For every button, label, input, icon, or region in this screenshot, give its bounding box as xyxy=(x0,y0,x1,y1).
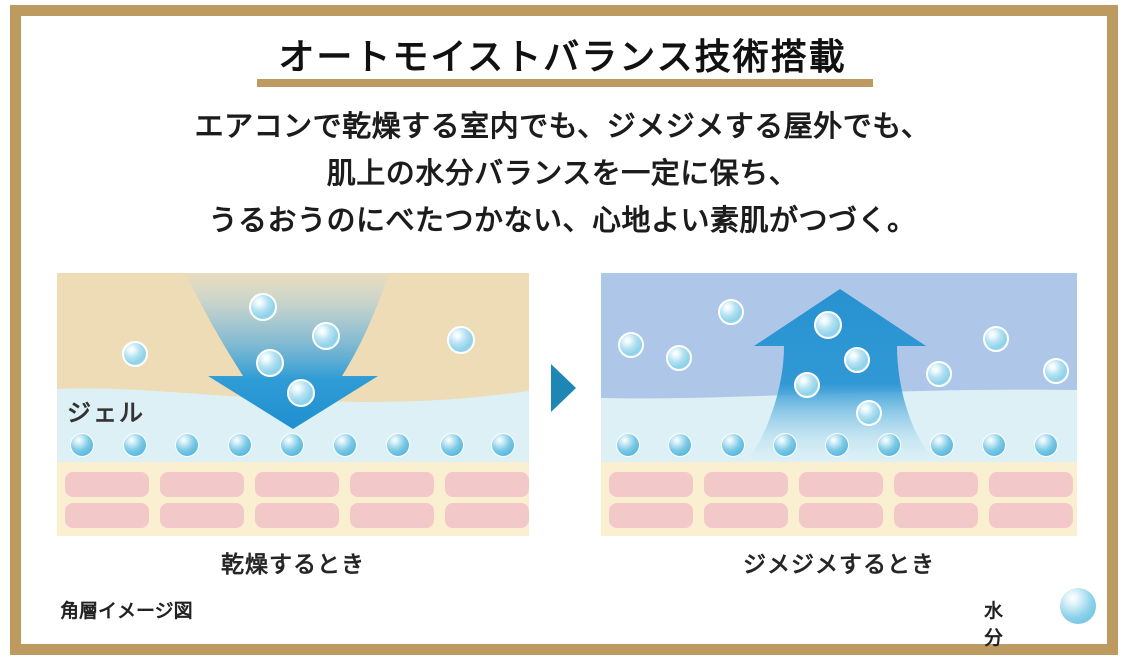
description-line-3: うるおうのにべたつかない、心地よい素肌がつづく。 xyxy=(208,205,917,237)
water-droplet-icon xyxy=(122,341,148,367)
title-underline xyxy=(257,79,873,87)
water-droplet-icon xyxy=(386,433,410,457)
skin-cell xyxy=(65,503,149,528)
skin-cell xyxy=(704,472,788,497)
skin-cell xyxy=(255,503,339,528)
transition-arrow-icon xyxy=(551,364,576,412)
water-droplet-icon xyxy=(123,433,147,457)
skin-cell xyxy=(989,503,1073,528)
humid-panel-caption: ジメジメするとき xyxy=(743,551,935,577)
water-droplet-icon xyxy=(256,349,284,377)
skin-cell xyxy=(989,472,1073,497)
water-droplet-icon xyxy=(721,433,745,457)
skin-cell xyxy=(704,503,788,528)
water-droplet-icon xyxy=(70,433,94,457)
skin-cell xyxy=(894,503,978,528)
skin-cell xyxy=(445,503,529,528)
skin-cell xyxy=(799,472,883,497)
water-droplet-icon xyxy=(175,433,199,457)
water-droplet-icon xyxy=(333,433,357,457)
water-droplet-icon xyxy=(616,433,640,457)
water-droplet-icon xyxy=(1060,588,1096,624)
skin-cell xyxy=(609,503,693,528)
skin-cell xyxy=(350,472,434,497)
water-droplet-icon xyxy=(773,433,797,457)
water-droplet-icon xyxy=(249,293,277,321)
skin-cell xyxy=(160,472,244,497)
page-title: オートモイストバランス技術搭載 xyxy=(278,36,847,77)
water-droplet-icon xyxy=(825,433,849,457)
moisture-absorb-arrow-icon xyxy=(186,273,389,429)
legend-label: 水分 xyxy=(984,601,1004,649)
water-droplet-icon xyxy=(491,433,515,457)
skin-cell xyxy=(255,472,339,497)
water-droplet-icon xyxy=(1034,433,1058,457)
water-droplet-icon xyxy=(1043,358,1069,384)
water-droplet-icon xyxy=(440,433,464,457)
water-droplet-icon xyxy=(287,379,315,407)
water-droplet-icon xyxy=(877,433,901,457)
water-droplet-icon xyxy=(280,433,304,457)
description-line-2: 肌上の水分バランスを一定に保ち、 xyxy=(326,158,799,190)
water-droplet-icon xyxy=(794,372,820,398)
skin-cell xyxy=(894,472,978,497)
moisture-release-arrow-icon xyxy=(747,289,935,461)
water-droplet-icon xyxy=(930,433,954,457)
diagram-note: 角層イメージ図 xyxy=(60,601,193,622)
skin-cell xyxy=(160,503,244,528)
water-droplet-icon xyxy=(926,361,952,387)
description-text: エアコンで乾燥する室内でも、ジメジメする屋外でも、 肌上の水分バランスを一定に保… xyxy=(0,104,1125,245)
humid-condition-panel xyxy=(601,273,1077,536)
water-droplet-icon xyxy=(844,347,870,373)
gel-label: ジェル xyxy=(67,400,145,427)
water-droplet-icon xyxy=(856,400,882,426)
water-droplet-icon xyxy=(447,326,475,354)
water-droplet-icon xyxy=(312,322,340,350)
water-droplet-icon xyxy=(228,433,252,457)
water-droplet-icon xyxy=(983,326,1009,352)
skin-cell xyxy=(350,503,434,528)
skin-cell xyxy=(445,472,529,497)
water-droplet-icon xyxy=(718,299,744,325)
water-droplet-icon xyxy=(666,345,692,371)
skin-cell xyxy=(799,503,883,528)
water-droplet-icon xyxy=(618,332,644,358)
water-droplet-icon xyxy=(982,433,1006,457)
dry-panel-caption: 乾燥するとき xyxy=(221,551,365,577)
water-droplet-icon xyxy=(668,433,692,457)
skin-cell xyxy=(609,472,693,497)
water-droplet-icon xyxy=(814,311,842,339)
skin-cell xyxy=(65,472,149,497)
description-line-1: エアコンで乾燥する室内でも、ジメジメする屋外でも、 xyxy=(194,111,931,143)
dry-condition-panel: ジェル xyxy=(57,273,529,536)
